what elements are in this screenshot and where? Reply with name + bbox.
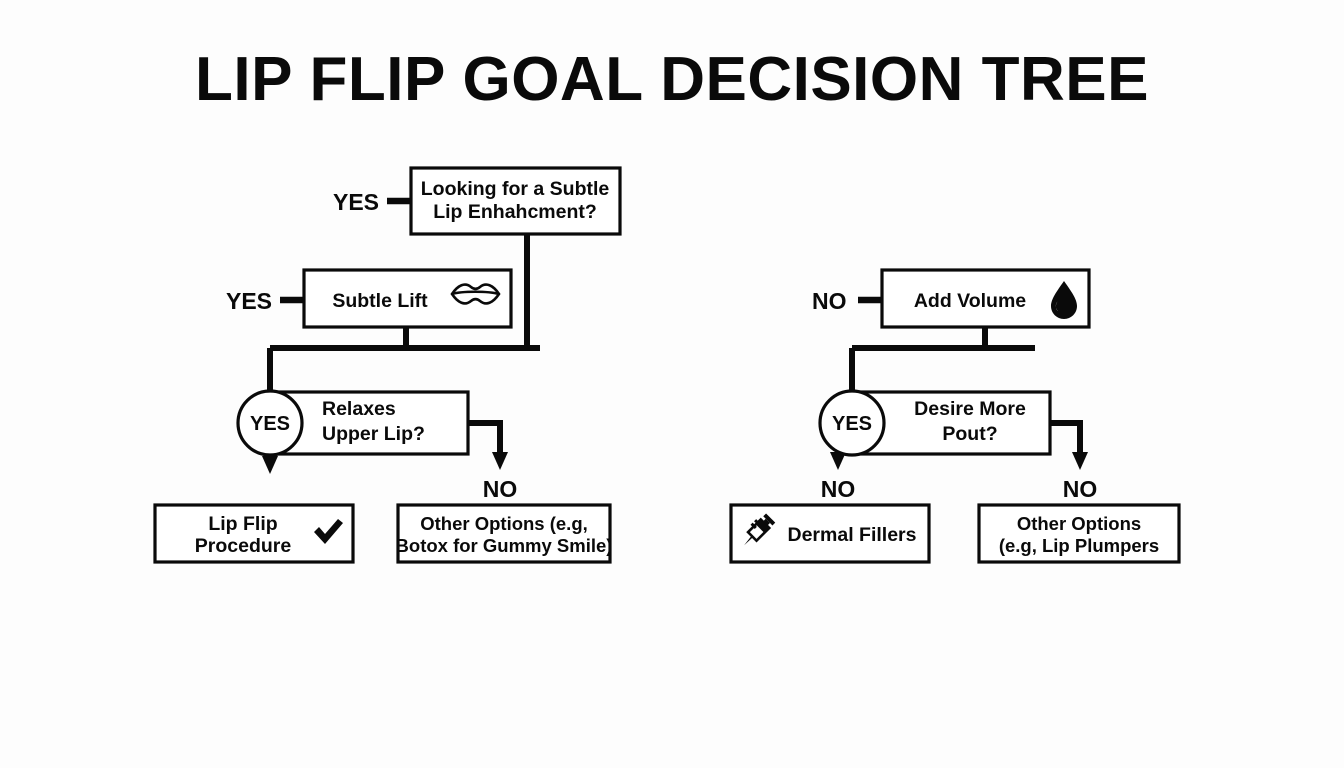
node-other-options-botox[interactable]: Other Options (e.g, Botox for Gummy Smil… (396, 503, 613, 564)
node-lip-flip-line1: Lip Flip (208, 513, 277, 535)
node-other-options-plumpers[interactable]: Other Options (e.g, Lip Plumpers (977, 503, 1181, 564)
page-title: LIP FLIP GOAL DECISION TREE (195, 45, 1149, 114)
node-other-botox-box[interactable] (396, 503, 612, 564)
node-subtle-lift-label: Subtle Lift (332, 290, 428, 312)
node-pout-line1: Desire More (914, 398, 1026, 420)
node-other-plumpers-line2: (e.g, Lip Plumpers (999, 535, 1159, 556)
node-lip-flip-procedure[interactable]: Lip Flip Procedure (153, 503, 355, 564)
droplet-icon (1051, 281, 1077, 319)
edge-pout-no (1048, 420, 1083, 458)
node-dermal-fillers[interactable]: Dermal Fillers (729, 503, 931, 564)
edge-relaxes-no (468, 420, 503, 458)
edge-label-pout-no: NO (1063, 476, 1098, 502)
node-pout-yes-circle[interactable] (818, 389, 886, 457)
node-relaxes-upper-lip[interactable]: YES Relaxes Upper Lip? (236, 389, 470, 457)
node-relaxes-badge: YES (250, 413, 290, 435)
node-pout-badge: YES (832, 413, 872, 435)
node-relaxes-line2: Upper Lip? (322, 423, 425, 445)
lips-icon (450, 283, 501, 305)
arrowhead-pout-yes (830, 452, 846, 470)
edge-label-add-volume-no: NO (812, 288, 847, 314)
node-root[interactable]: Looking for a Subtle Lip Enhahcment? (409, 166, 622, 236)
arrowhead-pout-no (1072, 452, 1088, 470)
arrowhead-relaxes-no (492, 452, 508, 470)
node-root-line2: Lip Enhahcment? (433, 201, 597, 223)
node-subtle-lift[interactable]: Subtle Lift (302, 268, 513, 329)
node-add-volume-label: Add Volume (914, 290, 1026, 312)
node-root-box[interactable] (409, 166, 622, 236)
node-relaxes-line1: Relaxes (322, 398, 396, 420)
node-other-plumpers-box[interactable] (977, 503, 1181, 564)
node-other-plumpers-line1: Other Options (1017, 513, 1141, 534)
check-icon (314, 519, 343, 544)
syringe-icon (744, 513, 776, 546)
node-desire-more-pout[interactable]: YES Desire More Pout? (818, 389, 1052, 457)
node-add-volume[interactable]: Add Volume (880, 268, 1091, 329)
edge-label-pout-yes-no: NO (821, 476, 856, 502)
edge-label-subtle-lift-yes: YES (226, 288, 272, 314)
node-pout-line2: Pout? (942, 423, 997, 445)
node-other-botox-line1: Other Options (e.g, (420, 513, 588, 534)
node-relaxes-yes-circle[interactable] (236, 389, 304, 457)
node-root-line1: Looking for a Subtle (421, 178, 610, 200)
edge-label-root-yes: YES (333, 189, 379, 215)
node-other-botox-line2: Botox for Gummy Smile) (396, 535, 613, 556)
edge-label-relaxes-no: NO (483, 476, 518, 502)
node-dermal-fillers-label: Dermal Fillers (788, 524, 917, 546)
node-lip-flip-line2: Procedure (195, 535, 292, 557)
arrowhead-relaxes-yes (262, 456, 278, 474)
